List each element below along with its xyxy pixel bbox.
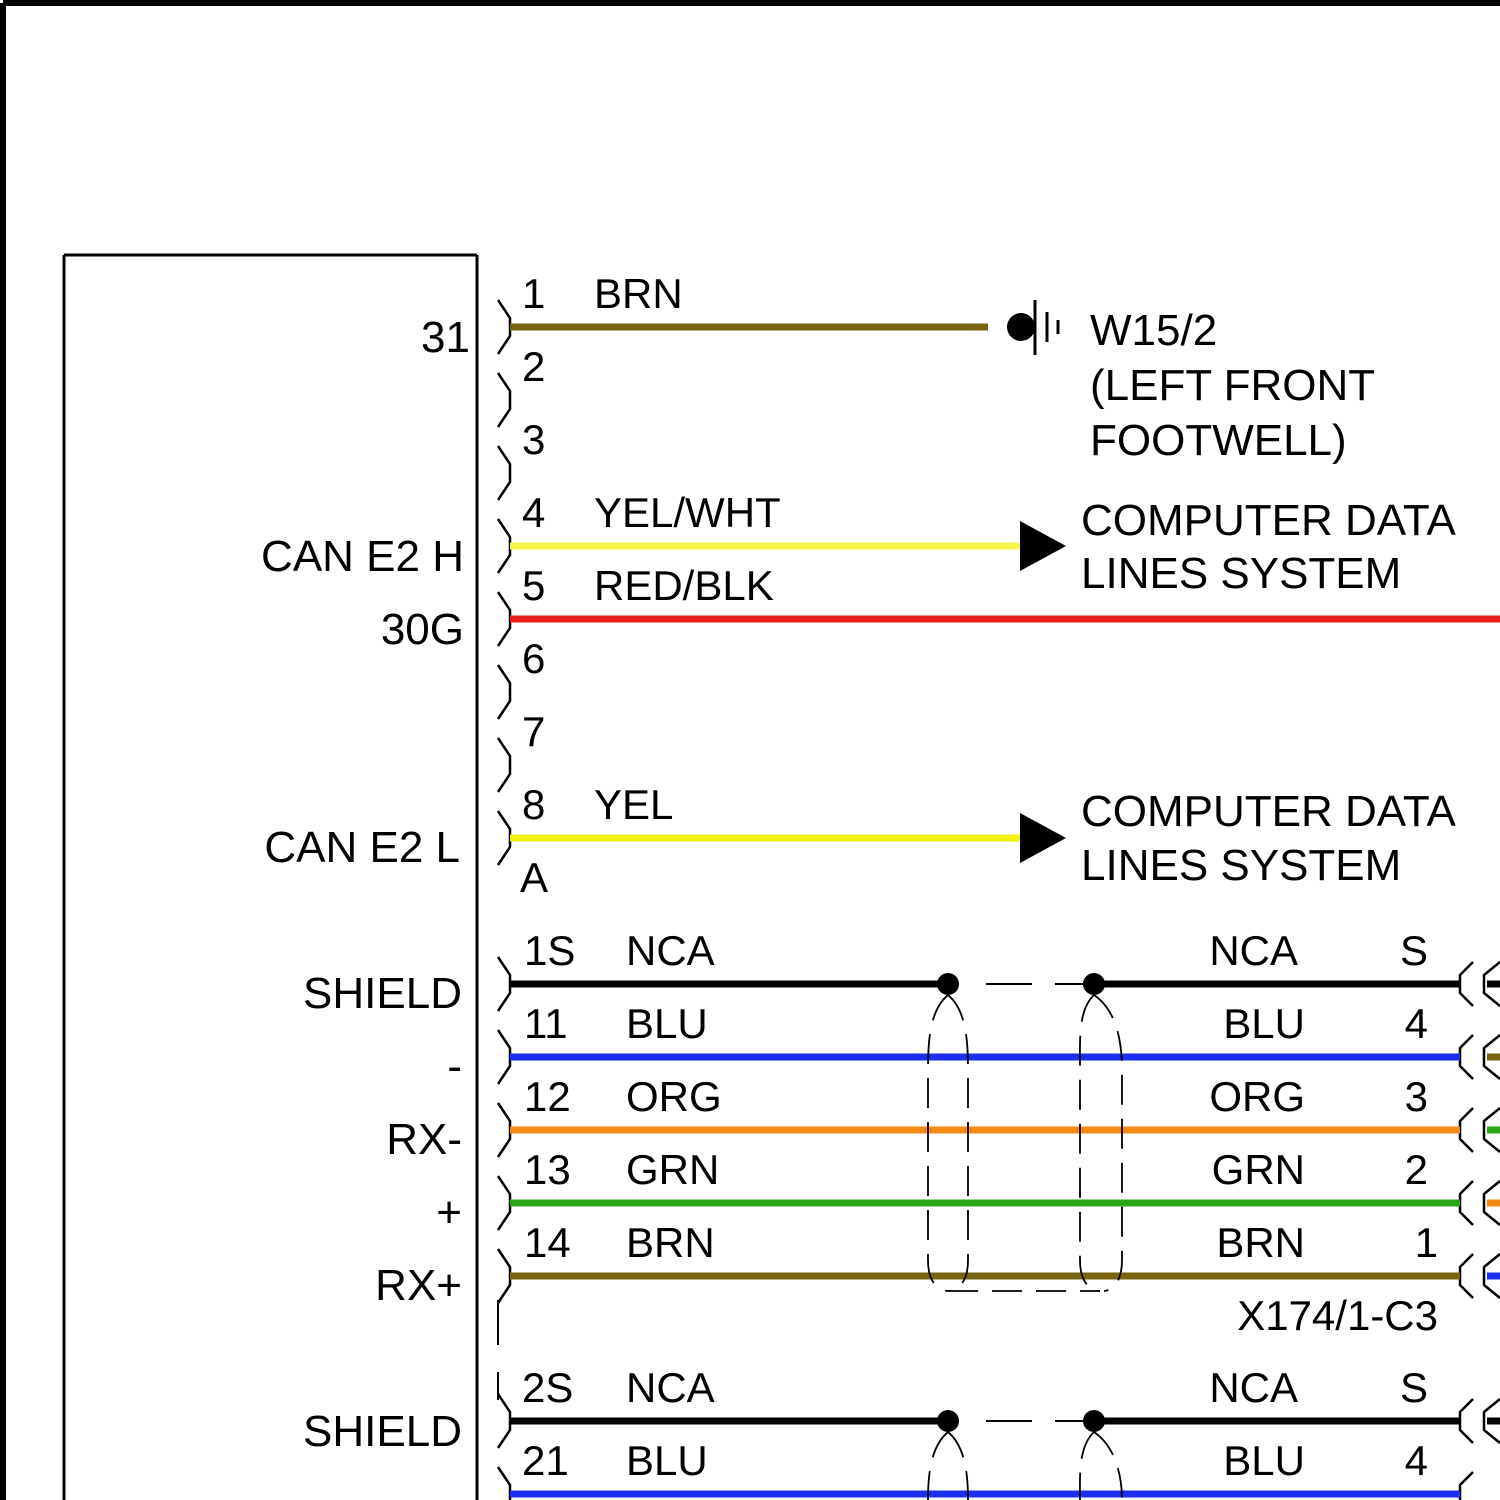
data-lines-line-1: COMPUTER DATA <box>1081 496 1456 545</box>
ground-location-line-2: FOOTWELL) <box>1090 416 1347 465</box>
data-lines-line-2: LINES SYSTEM <box>1081 549 1401 598</box>
cable-1-color-13: GRN <box>626 1146 719 1193</box>
cable-1-color-11: BLU <box>626 1000 708 1047</box>
cable-1-far-pin-s: S <box>1400 927 1428 974</box>
cable-2-far-color-4: BLU <box>1223 1437 1305 1484</box>
splice-dot-icon <box>1083 973 1105 995</box>
x174-mating-stubs <box>1487 984 1500 1421</box>
cable-1-far-pin-4: 4 <box>1405 1000 1428 1047</box>
cable-1-pin-12: 12 <box>524 1073 571 1120</box>
cable-1-pin-11: 11 <box>524 1000 568 1047</box>
data-lines-label-2: COMPUTER DATA LINES SYSTEM <box>1081 787 1456 890</box>
cable-2-far-color-s: NCA <box>1209 1364 1298 1411</box>
pin-label-shield-2: SHIELD <box>303 1407 462 1456</box>
arrow-right-icon <box>1020 813 1066 863</box>
connector-a-pin-6: 6 <box>522 635 545 682</box>
cable-2-far-pin-4: 4 <box>1405 1437 1428 1484</box>
pin-label-can-l: CAN E2 L <box>264 823 460 872</box>
ground-icon <box>1007 300 1058 355</box>
data-lines-label-1: COMPUTER DATA LINES SYSTEM <box>1081 496 1456 598</box>
cable-1-far-pin-1: 1 <box>1415 1219 1438 1266</box>
cable-1-far-color-4: BLU <box>1223 1000 1305 1047</box>
connector-a-brackets <box>498 300 510 865</box>
cable-1-color-14: BRN <box>626 1219 715 1266</box>
control-module-box <box>64 255 477 1500</box>
splice-dot-icon <box>937 973 959 995</box>
pin-label-minus: - <box>447 1042 462 1091</box>
wire-color-label-4: YEL/WHT <box>594 489 781 536</box>
connector-a-pin-numbers: 1 2 3 4 5 6 7 8 A <box>520 270 548 901</box>
cable-2-pin-2s: 2S <box>522 1364 573 1411</box>
cable-1-far-pin-2: 2 <box>1405 1146 1428 1193</box>
connector-a-label: A <box>520 854 548 901</box>
wire-color-label-8: YEL <box>594 781 673 828</box>
pin-label-can-h: CAN E2 H <box>261 532 464 581</box>
connector-a-pin-1: 1 <box>522 270 545 317</box>
cable-1-far-color-s: NCA <box>1209 927 1298 974</box>
cable-1-pin-13: 13 <box>524 1146 571 1193</box>
connector-a-pin-7: 7 <box>522 708 545 755</box>
connector-a-pin-3: 3 <box>522 416 545 463</box>
cable-1-far-color-2: GRN <box>1212 1146 1305 1193</box>
cable-1-far-color-3: ORG <box>1209 1073 1305 1120</box>
cable-2-color-2s: NCA <box>626 1364 715 1411</box>
cable-2-far-pin-s: S <box>1400 1364 1428 1411</box>
cable-1-color-12: ORG <box>626 1073 722 1120</box>
module-pin-labels: 31 CAN E2 H 30G CAN E2 L SHIELD - RX- + … <box>261 313 470 1456</box>
ground-id: W15/2 <box>1090 306 1217 355</box>
cable-1-far-color-1: BRN <box>1216 1219 1305 1266</box>
splice-dot-icon <box>1083 1410 1105 1432</box>
cable-2-color-21: BLU <box>626 1437 708 1484</box>
data-lines-line-2: LINES SYSTEM <box>1081 841 1401 890</box>
ground-location-line-1: (LEFT FRONT <box>1090 361 1375 410</box>
pin-label-31: 31 <box>421 313 470 362</box>
connector-a-lower-brackets <box>498 957 510 1500</box>
cable-1-far-pin-3: 3 <box>1405 1073 1428 1120</box>
arrow-right-icon <box>1020 521 1066 571</box>
connector-a-pin-2: 2 <box>522 343 545 390</box>
pin-label-rx-plus: RX+ <box>375 1261 462 1310</box>
shield-outline <box>928 995 1122 1291</box>
ground-label: W15/2 (LEFT FRONT FOOTWELL) <box>1090 306 1375 465</box>
connector-a-pin-8: 8 <box>522 781 545 828</box>
pin-label-plus: + <box>436 1188 462 1237</box>
shield-outline <box>928 1432 1122 1500</box>
pin-label-shield-1: SHIELD <box>303 969 462 1018</box>
wire-color-label-1: BRN <box>594 270 683 317</box>
connector-a-pin-4: 4 <box>522 489 545 536</box>
cable-1-pin-1s: 1S <box>524 927 575 974</box>
wire-color-label-5: RED/BLK <box>594 562 774 609</box>
cable-1-color-1s: NCA <box>626 927 715 974</box>
pin-label-rx-minus: RX- <box>386 1115 462 1164</box>
splice-dot-icon <box>937 1410 959 1432</box>
pin-label-30g: 30G <box>381 605 464 654</box>
far-connector-label: X174/1-C3 <box>1237 1292 1438 1339</box>
data-lines-line-1: COMPUTER DATA <box>1081 787 1456 836</box>
cable-1-pin-14: 14 <box>524 1219 571 1266</box>
connector-a-pin-5: 5 <box>522 562 545 609</box>
cable-2-pin-21: 21 <box>522 1437 569 1484</box>
